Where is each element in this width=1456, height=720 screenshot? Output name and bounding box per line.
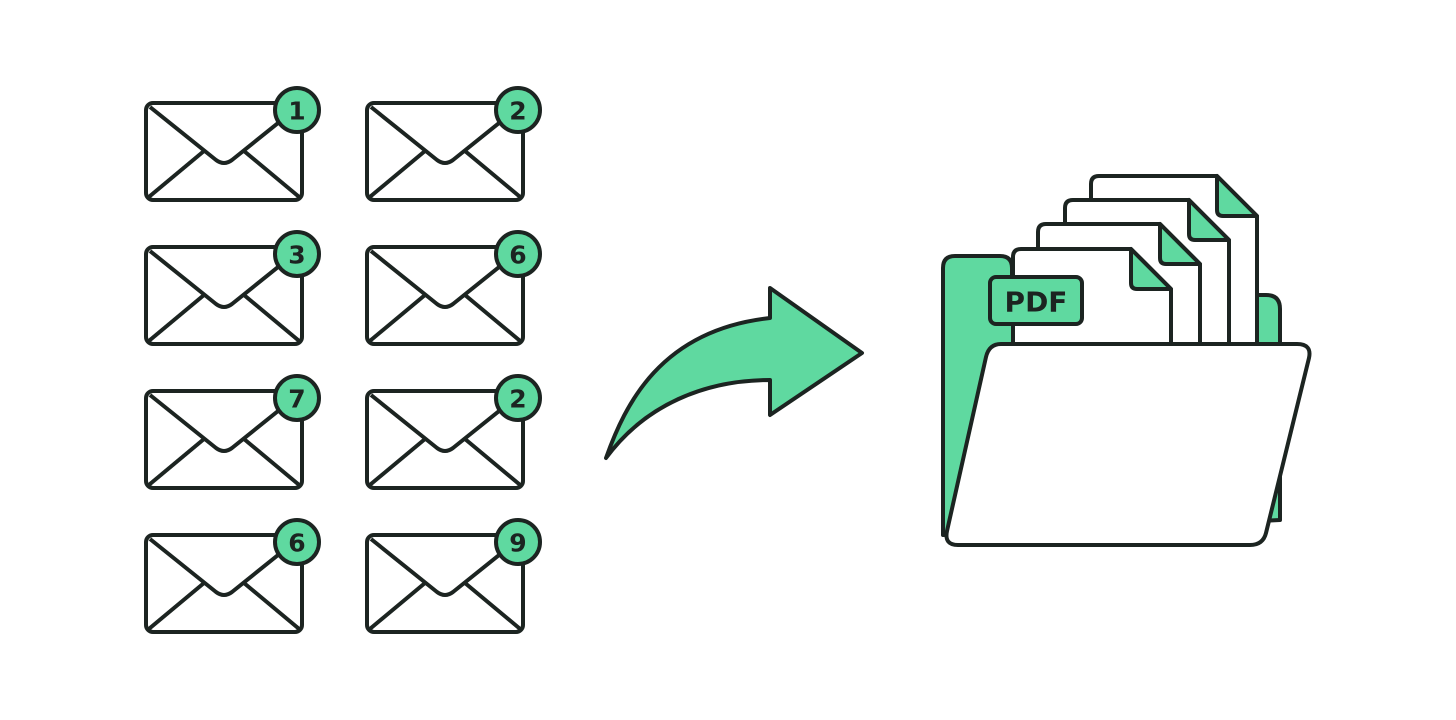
envelope-icon (144, 389, 304, 490)
envelope-icon (365, 245, 525, 346)
folder-front-flap (944, 342, 1312, 547)
envelope-icon (144, 101, 304, 202)
envelope-icon (365, 389, 525, 490)
pdf-label: PDF (988, 275, 1084, 326)
envelope-item: 9 (365, 518, 542, 634)
notification-badge: 7 (273, 374, 321, 422)
envelope-icon (365, 101, 525, 202)
notification-badge: 3 (273, 230, 321, 278)
notification-badge: 9 (494, 518, 542, 566)
notification-badge: 2 (494, 86, 542, 134)
badge-count: 6 (509, 241, 526, 270)
badge-count: 9 (509, 529, 526, 558)
notification-badge: 6 (273, 518, 321, 566)
curved-arrow-icon (604, 286, 864, 460)
badge-count: 2 (509, 97, 526, 126)
open-folder-icon: PDF (941, 174, 1312, 547)
envelope-item: 6 (365, 230, 542, 346)
envelope-item: 1 (144, 86, 321, 202)
envelope-item: 6 (144, 518, 321, 634)
badge-count: 2 (509, 385, 526, 414)
envelope-grid: 1 2 3 6 7 2 6 9 (144, 86, 542, 634)
notification-badge: 1 (273, 86, 321, 134)
envelope-item: 7 (144, 374, 321, 490)
envelope-icon (144, 533, 304, 634)
badge-count: 1 (288, 97, 305, 126)
envelope-item: 3 (144, 230, 321, 346)
envelope-item: 2 (365, 374, 542, 490)
envelope-item: 2 (365, 86, 542, 202)
notification-badge: 6 (494, 230, 542, 278)
badge-count: 3 (288, 241, 305, 270)
envelope-icon (365, 533, 525, 634)
pdf-label-text: PDF (1005, 286, 1068, 319)
envelope-icon (144, 245, 304, 346)
badge-count: 7 (288, 385, 305, 414)
notification-badge: 2 (494, 374, 542, 422)
badge-count: 6 (288, 529, 305, 558)
